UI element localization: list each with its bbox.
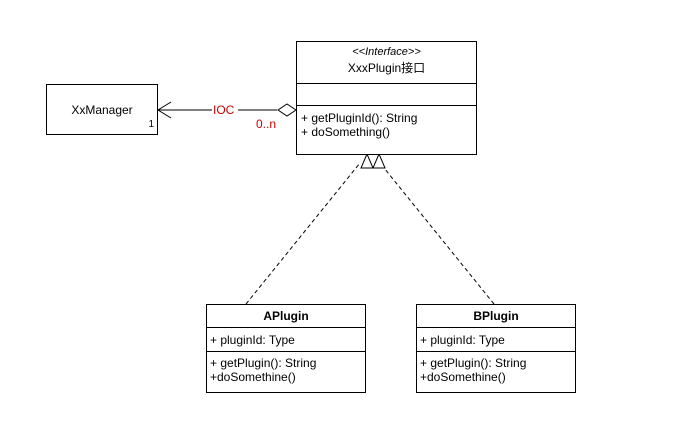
- aplugin-name: APlugin: [263, 309, 309, 323]
- aplugin-header: APlugin: [207, 305, 365, 327]
- interface-name: XxxPlugin接口: [347, 61, 426, 75]
- bplugin-operations: + getPlugin(): String +doSomethine(): [417, 351, 575, 384]
- aplugin-attributes: + pluginId: Type: [207, 327, 365, 351]
- bplugin-header: BPlugin: [417, 305, 575, 327]
- realization-line-bplugin: [379, 162, 495, 305]
- association-multiplicity: 0..n: [256, 117, 277, 131]
- association-label: IOC: [213, 103, 235, 117]
- realization-triangle-right: [372, 152, 386, 169]
- aplugin-operation: +doSomethine(): [210, 370, 296, 384]
- bplugin-attribute: + pluginId: Type: [420, 333, 505, 347]
- bplugin-operation: +doSomethine(): [420, 370, 506, 384]
- aplugin-operation: + getPlugin(): String: [210, 356, 317, 370]
- xxmanager-multiplicity: 1: [148, 119, 154, 130]
- xxmanager-name: XxManager: [71, 103, 133, 117]
- interface-operation: + getPluginId(): String: [301, 111, 418, 125]
- aplugin-operations: + getPlugin(): String +doSomethine(): [207, 351, 365, 384]
- interface-operations: + getPluginId(): String + doSomething(): [297, 105, 476, 139]
- interface-attributes: [297, 83, 476, 105]
- interface-class[interactable]: <<Interface>> XxxPlugin接口 + getPluginId(…: [296, 41, 477, 155]
- bplugin-class[interactable]: BPlugin + pluginId: Type + getPlugin(): …: [416, 304, 576, 393]
- bplugin-operation: + getPlugin(): String: [420, 356, 527, 370]
- bplugin-name: BPlugin: [473, 309, 519, 323]
- association-label-bg: [212, 103, 238, 117]
- interface-operation: + doSomething(): [301, 125, 391, 139]
- aplugin-class[interactable]: APlugin + pluginId: Type + getPlugin(): …: [206, 304, 366, 393]
- interface-stereotype: <<Interface>>: [352, 46, 421, 58]
- association-open-arrowhead: [157, 101, 172, 119]
- xxmanager-class[interactable]: XxManager 1: [46, 84, 158, 135]
- realization-line-aplugin: [245, 162, 361, 305]
- bplugin-attributes: + pluginId: Type: [417, 327, 575, 351]
- interface-header: <<Interface>> XxxPlugin接口: [297, 42, 476, 83]
- realization-triangle-left: [360, 152, 374, 169]
- aggregation-diamond: [277, 103, 297, 117]
- aplugin-attribute: + pluginId: Type: [210, 333, 295, 347]
